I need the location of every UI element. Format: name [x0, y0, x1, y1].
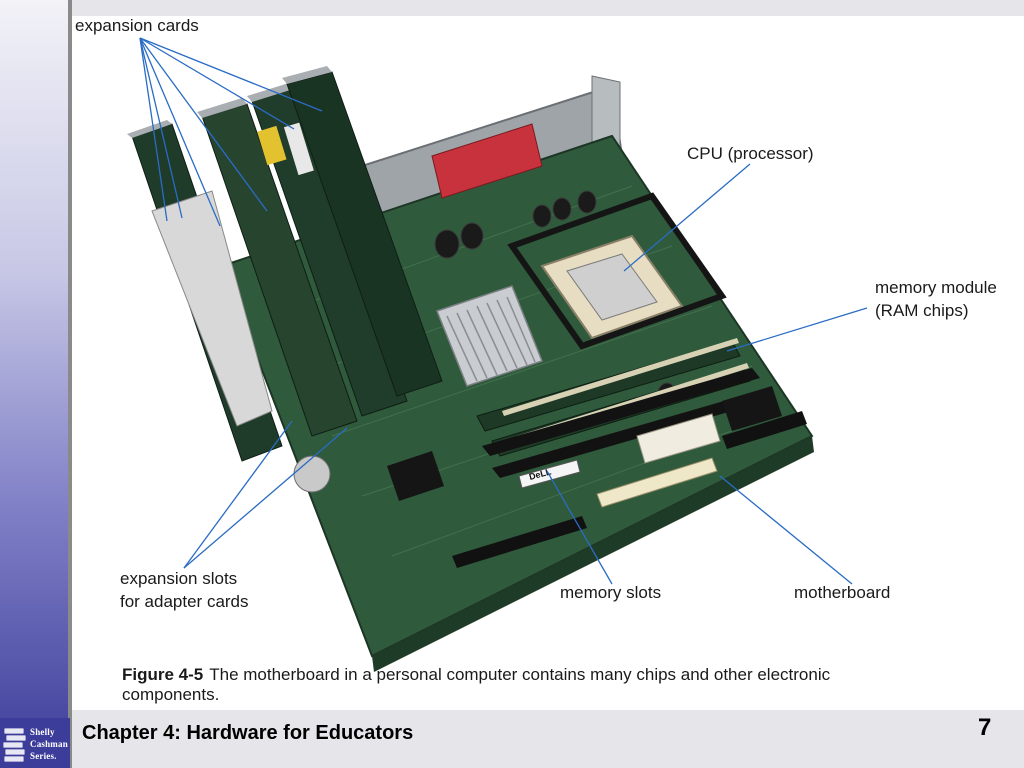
logo-line3: Series. — [30, 751, 57, 761]
label-cpu: CPU (processor) — [687, 144, 814, 163]
leader-memory-module — [726, 307, 868, 352]
heatsink — [436, 285, 543, 387]
expansion-cards — [127, 66, 443, 462]
bottom-connector — [452, 516, 587, 568]
label-memory-module-line1: memory module — [875, 278, 997, 297]
leader-lines — [139, 37, 868, 585]
logo-line1: Shelly — [30, 727, 55, 737]
leader-expansion-cards-5 — [139, 37, 295, 130]
expansion-card-1 — [127, 120, 283, 462]
figure-motherboard: DeLL — [72, 16, 1024, 710]
label-expansion-slots-line2: for adapter cards — [120, 592, 249, 611]
label-expansion-slots-line1: expansion slots — [120, 569, 238, 588]
io-chip — [722, 386, 782, 431]
shelly-cashman-logo — [0, 718, 70, 768]
figure-caption-text: The motherboard in a personal computer c… — [122, 665, 831, 704]
leader-expansion-slots-1 — [183, 420, 293, 569]
leader-expansion-cards-2 — [139, 37, 183, 219]
books-icon — [2, 727, 27, 763]
ide-connector — [596, 457, 718, 508]
side-divider — [68, 0, 72, 768]
chapter-title: Chapter 4: Hardware for Educators — [82, 722, 414, 744]
expansion-card-4 — [282, 66, 443, 397]
motherboard-illustration: DeLL — [127, 37, 868, 672]
cpu-retention-frame — [507, 192, 727, 350]
parallel-port — [431, 123, 543, 199]
expansion-card-2 — [197, 98, 358, 437]
label-expansion-cards: expansion cards — [75, 16, 199, 35]
memory-slots-graphic — [482, 368, 770, 478]
power-connector — [636, 413, 721, 464]
leader-expansion-cards-4 — [139, 37, 268, 212]
expansion-card-3 — [247, 82, 408, 417]
figure-number: Figure 4-5 — [122, 665, 204, 684]
floppy-connector — [722, 411, 807, 449]
chipset — [387, 451, 444, 501]
label-motherboard: motherboard — [794, 583, 891, 602]
leader-expansion-cards-1 — [139, 37, 168, 222]
cpu-chip — [566, 253, 658, 321]
label-memory-module-line2: (RAM chips) — [875, 301, 969, 320]
dell-sticker — [518, 459, 581, 489]
label-memory-slots: memory slots — [560, 583, 662, 602]
page-number: 7 — [978, 714, 992, 741]
leader-expansion-cards-3 — [139, 37, 221, 227]
logo-wordmark: Shelly Cashman Series. — [30, 726, 70, 762]
leader-expansion-slots-2 — [183, 427, 348, 569]
side-gradient-band — [0, 0, 68, 768]
leader-cpu — [623, 163, 751, 272]
leader-motherboard — [719, 475, 853, 585]
motherboard-edge — [372, 436, 814, 672]
leader-memory-slots — [546, 470, 613, 585]
logo-line2: Cashman — [30, 739, 68, 749]
leader-expansion-cards-6 — [139, 37, 323, 112]
